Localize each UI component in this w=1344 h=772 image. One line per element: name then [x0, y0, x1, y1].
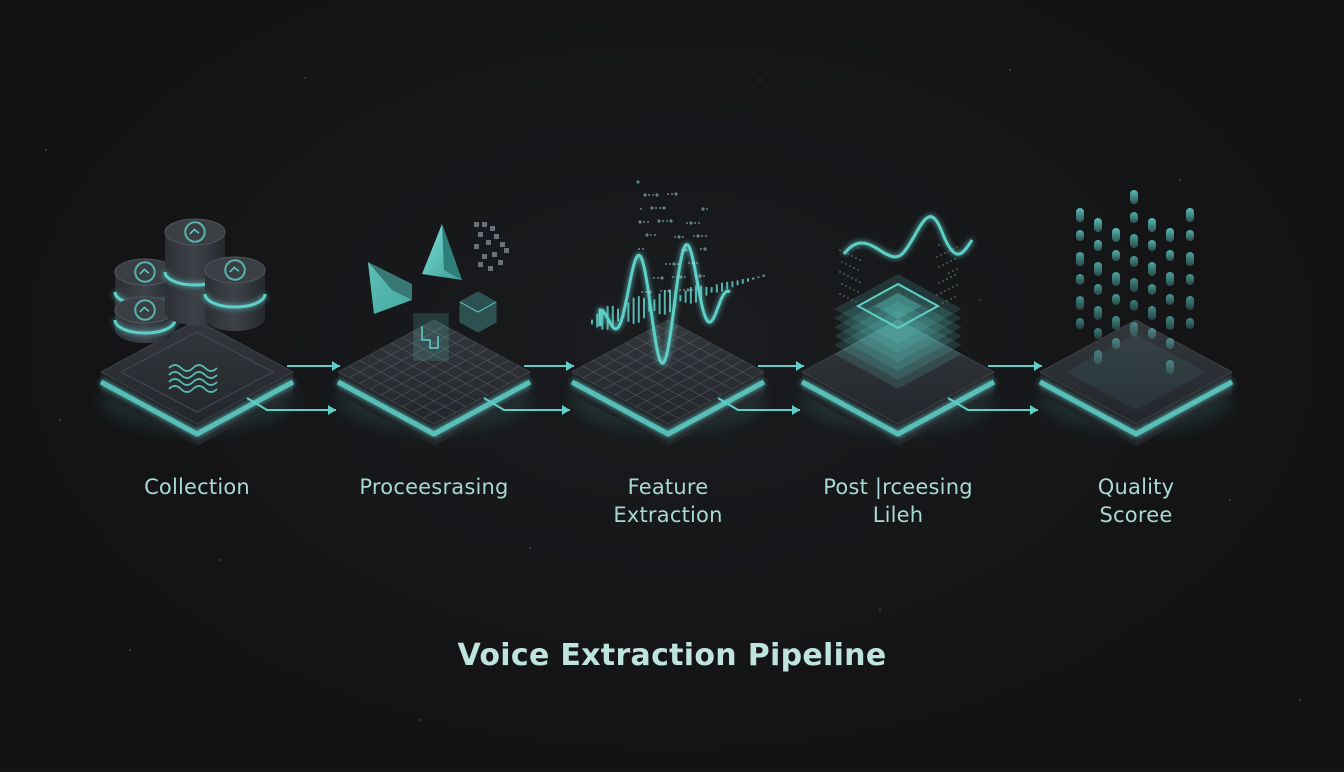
flow-arrow [758, 361, 804, 371]
diagram-title: Voice Extraction Pipeline [457, 638, 887, 673]
stage-label-processing: Proceesrasing [324, 473, 544, 501]
stage-label-line: Proceesrasing [359, 475, 509, 499]
stage-label-line: Lileh [872, 503, 924, 527]
stage-label-line: Post |rceesing [823, 475, 973, 499]
waveform-icon [582, 180, 765, 419]
flow-arrow [947, 397, 1038, 415]
flow-arrow [988, 361, 1042, 371]
flow-arrow [287, 361, 340, 371]
stage-quality-score [1038, 190, 1234, 446]
chip-layers-icon [834, 215, 974, 389]
flow-arrow [483, 397, 570, 415]
stage-label-line: Extraction [613, 503, 723, 527]
flow-arrow [717, 397, 800, 415]
stage-label-line: Quality [1097, 475, 1175, 499]
database-stack-icon [113, 218, 275, 413]
stage-label-collection: Collection [87, 473, 307, 501]
geometric-shapes-icon [348, 222, 520, 419]
flow-arrow [246, 397, 336, 415]
flow-arrow [524, 361, 574, 371]
stage-feature-extraction [570, 180, 766, 446]
background-stars [45, 69, 1301, 721]
stage-post-processing [800, 215, 996, 446]
bar-columns-icon [1066, 190, 1206, 410]
flow-arrows [246, 361, 1042, 415]
stage-processing [336, 222, 532, 446]
stage-label-line: Feature [627, 475, 709, 499]
stage-label-line: Collection [144, 475, 250, 499]
stage-label-line: Scoree [1099, 503, 1173, 527]
stage-collection [99, 218, 295, 446]
